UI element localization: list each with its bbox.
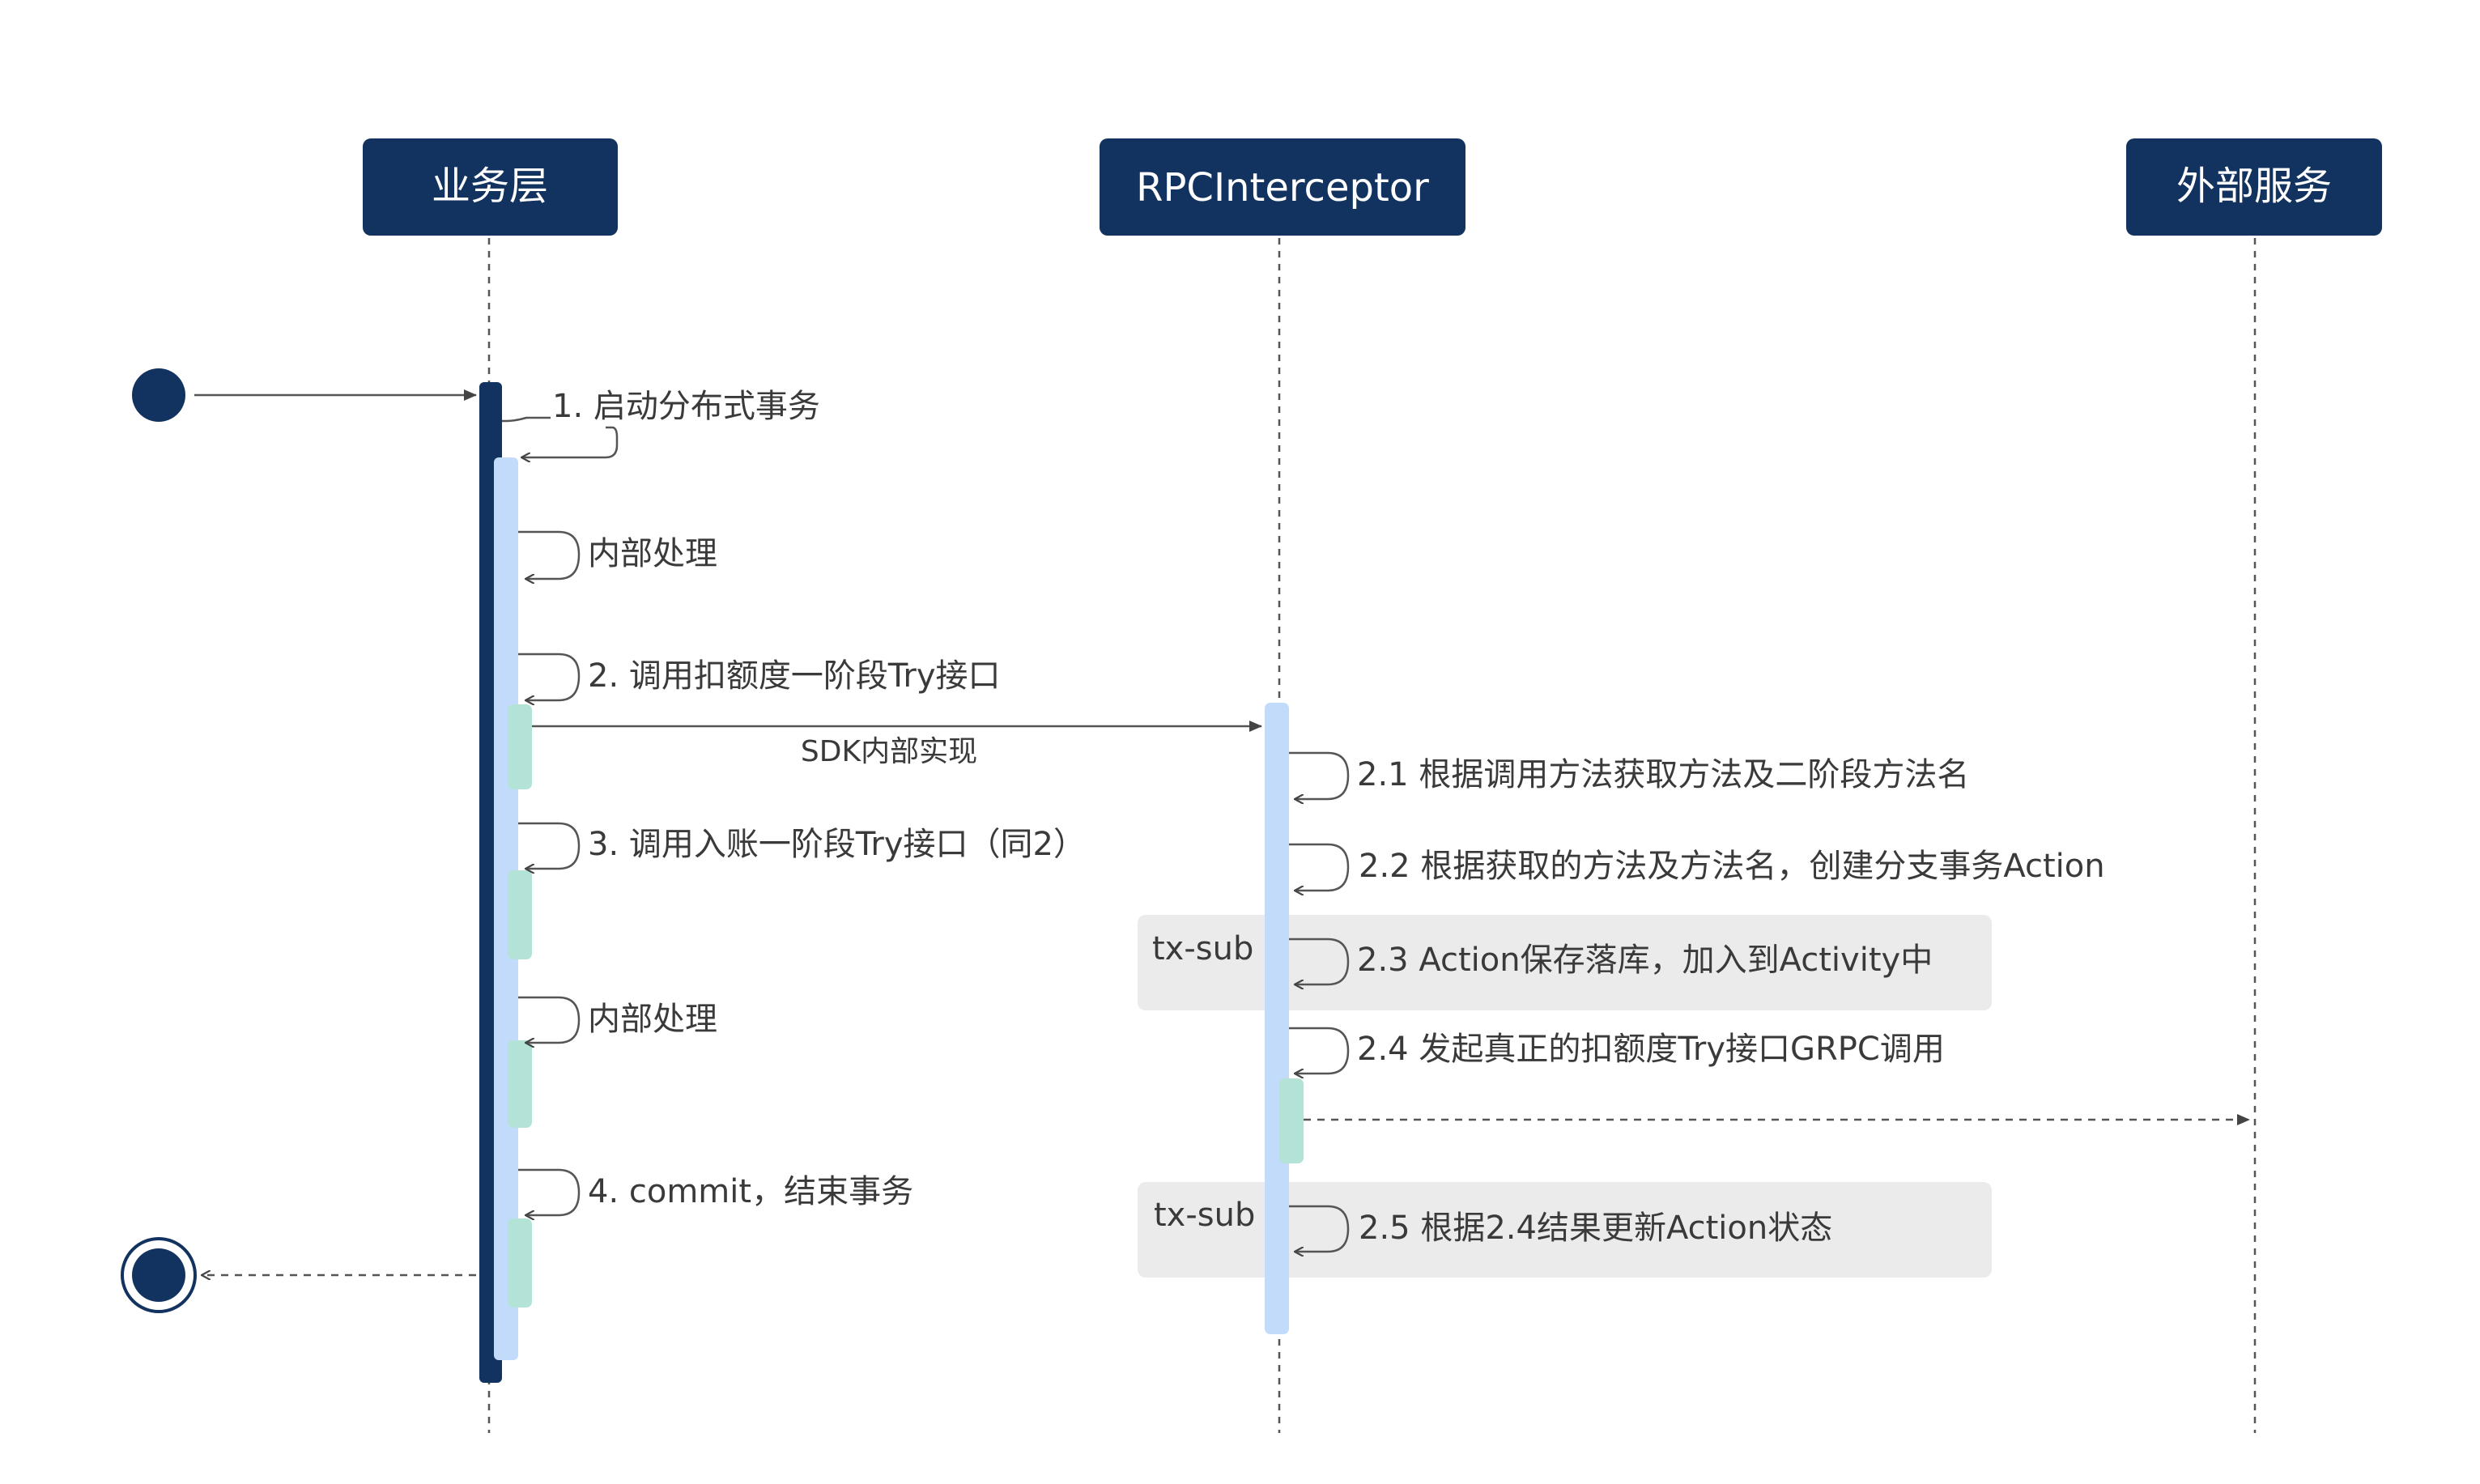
activation-biz-call-2 [508,704,532,789]
message-m2-2: 2.2 根据获取的方法及方法名，创建分支事务Action [1359,848,2105,885]
message-internal-2: 内部处理 [588,1001,717,1038]
self-arrow-m4 [518,1168,581,1215]
activation-biz-commit [508,1218,532,1308]
participant-rpc: RPCInterceptor [1100,138,1465,236]
end-node [132,1248,185,1302]
self-arrow-m2 [518,653,581,700]
self-arrow-m2-4 [1289,1027,1350,1074]
self-arrow-m2-3 [1289,938,1350,984]
message-m2-5: 2.5 根据2.4结果更新Action状态 [1359,1210,1832,1247]
message-m2: 2. 调用扣额度一阶段Try接口 [588,657,1001,695]
group-label: tx-sub [1152,930,1253,967]
message-m4: 4. commit，结束事务 [588,1173,913,1210]
message-m2-3: 2.3 Action保存落库，加入到Activity中 [1357,942,1933,979]
activation-biz-call-3 [508,870,532,959]
group-label: tx-sub [1154,1197,1255,1234]
message-m2-1: 2.1 根据调用方法获取方法及二阶段方法名 [1357,756,1969,793]
self-arrow-m1 [502,416,551,423]
message-m2-4: 2.4 发起真正的扣额度Try接口GRPC调用 [1357,1031,1945,1068]
participant-rpc-label: RPCInterceptor [1136,165,1429,210]
self-arrow-m3 [518,822,581,869]
message-m1: 1. 启动分布式事务 [552,388,820,425]
message-internal-1: 内部处理 [588,535,717,572]
start-node [132,368,185,422]
self-arrow-internal-1 [518,530,581,579]
participant-ext-label: 外部服务 [2176,164,2332,209]
participant-ext: 外部服务 [2126,138,2382,236]
self-arrow-m2-1 [1289,751,1350,799]
participant-biz-label: 业务层 [432,164,548,209]
group-tx-sub-2: tx-sub [1138,1182,1992,1278]
activation-biz-internal [508,1040,532,1128]
message-m3: 3. 调用入账一阶段Try接口（同2） [588,826,1086,863]
activation-biz-inner [494,457,518,1360]
self-arrow-internal-2 [518,996,581,1043]
self-arrow-m2-5 [1289,1205,1350,1252]
activation-rpc [1265,703,1289,1334]
participant-biz: 业务层 [363,138,618,236]
activation-rpc-grpc [1279,1078,1304,1163]
message-sdk: SDK内部实现 [801,735,977,768]
group-tx-sub-1: tx-sub [1138,915,1992,1010]
self-arrow-m1-return [522,426,619,457]
self-arrow-m2-2 [1289,843,1350,891]
